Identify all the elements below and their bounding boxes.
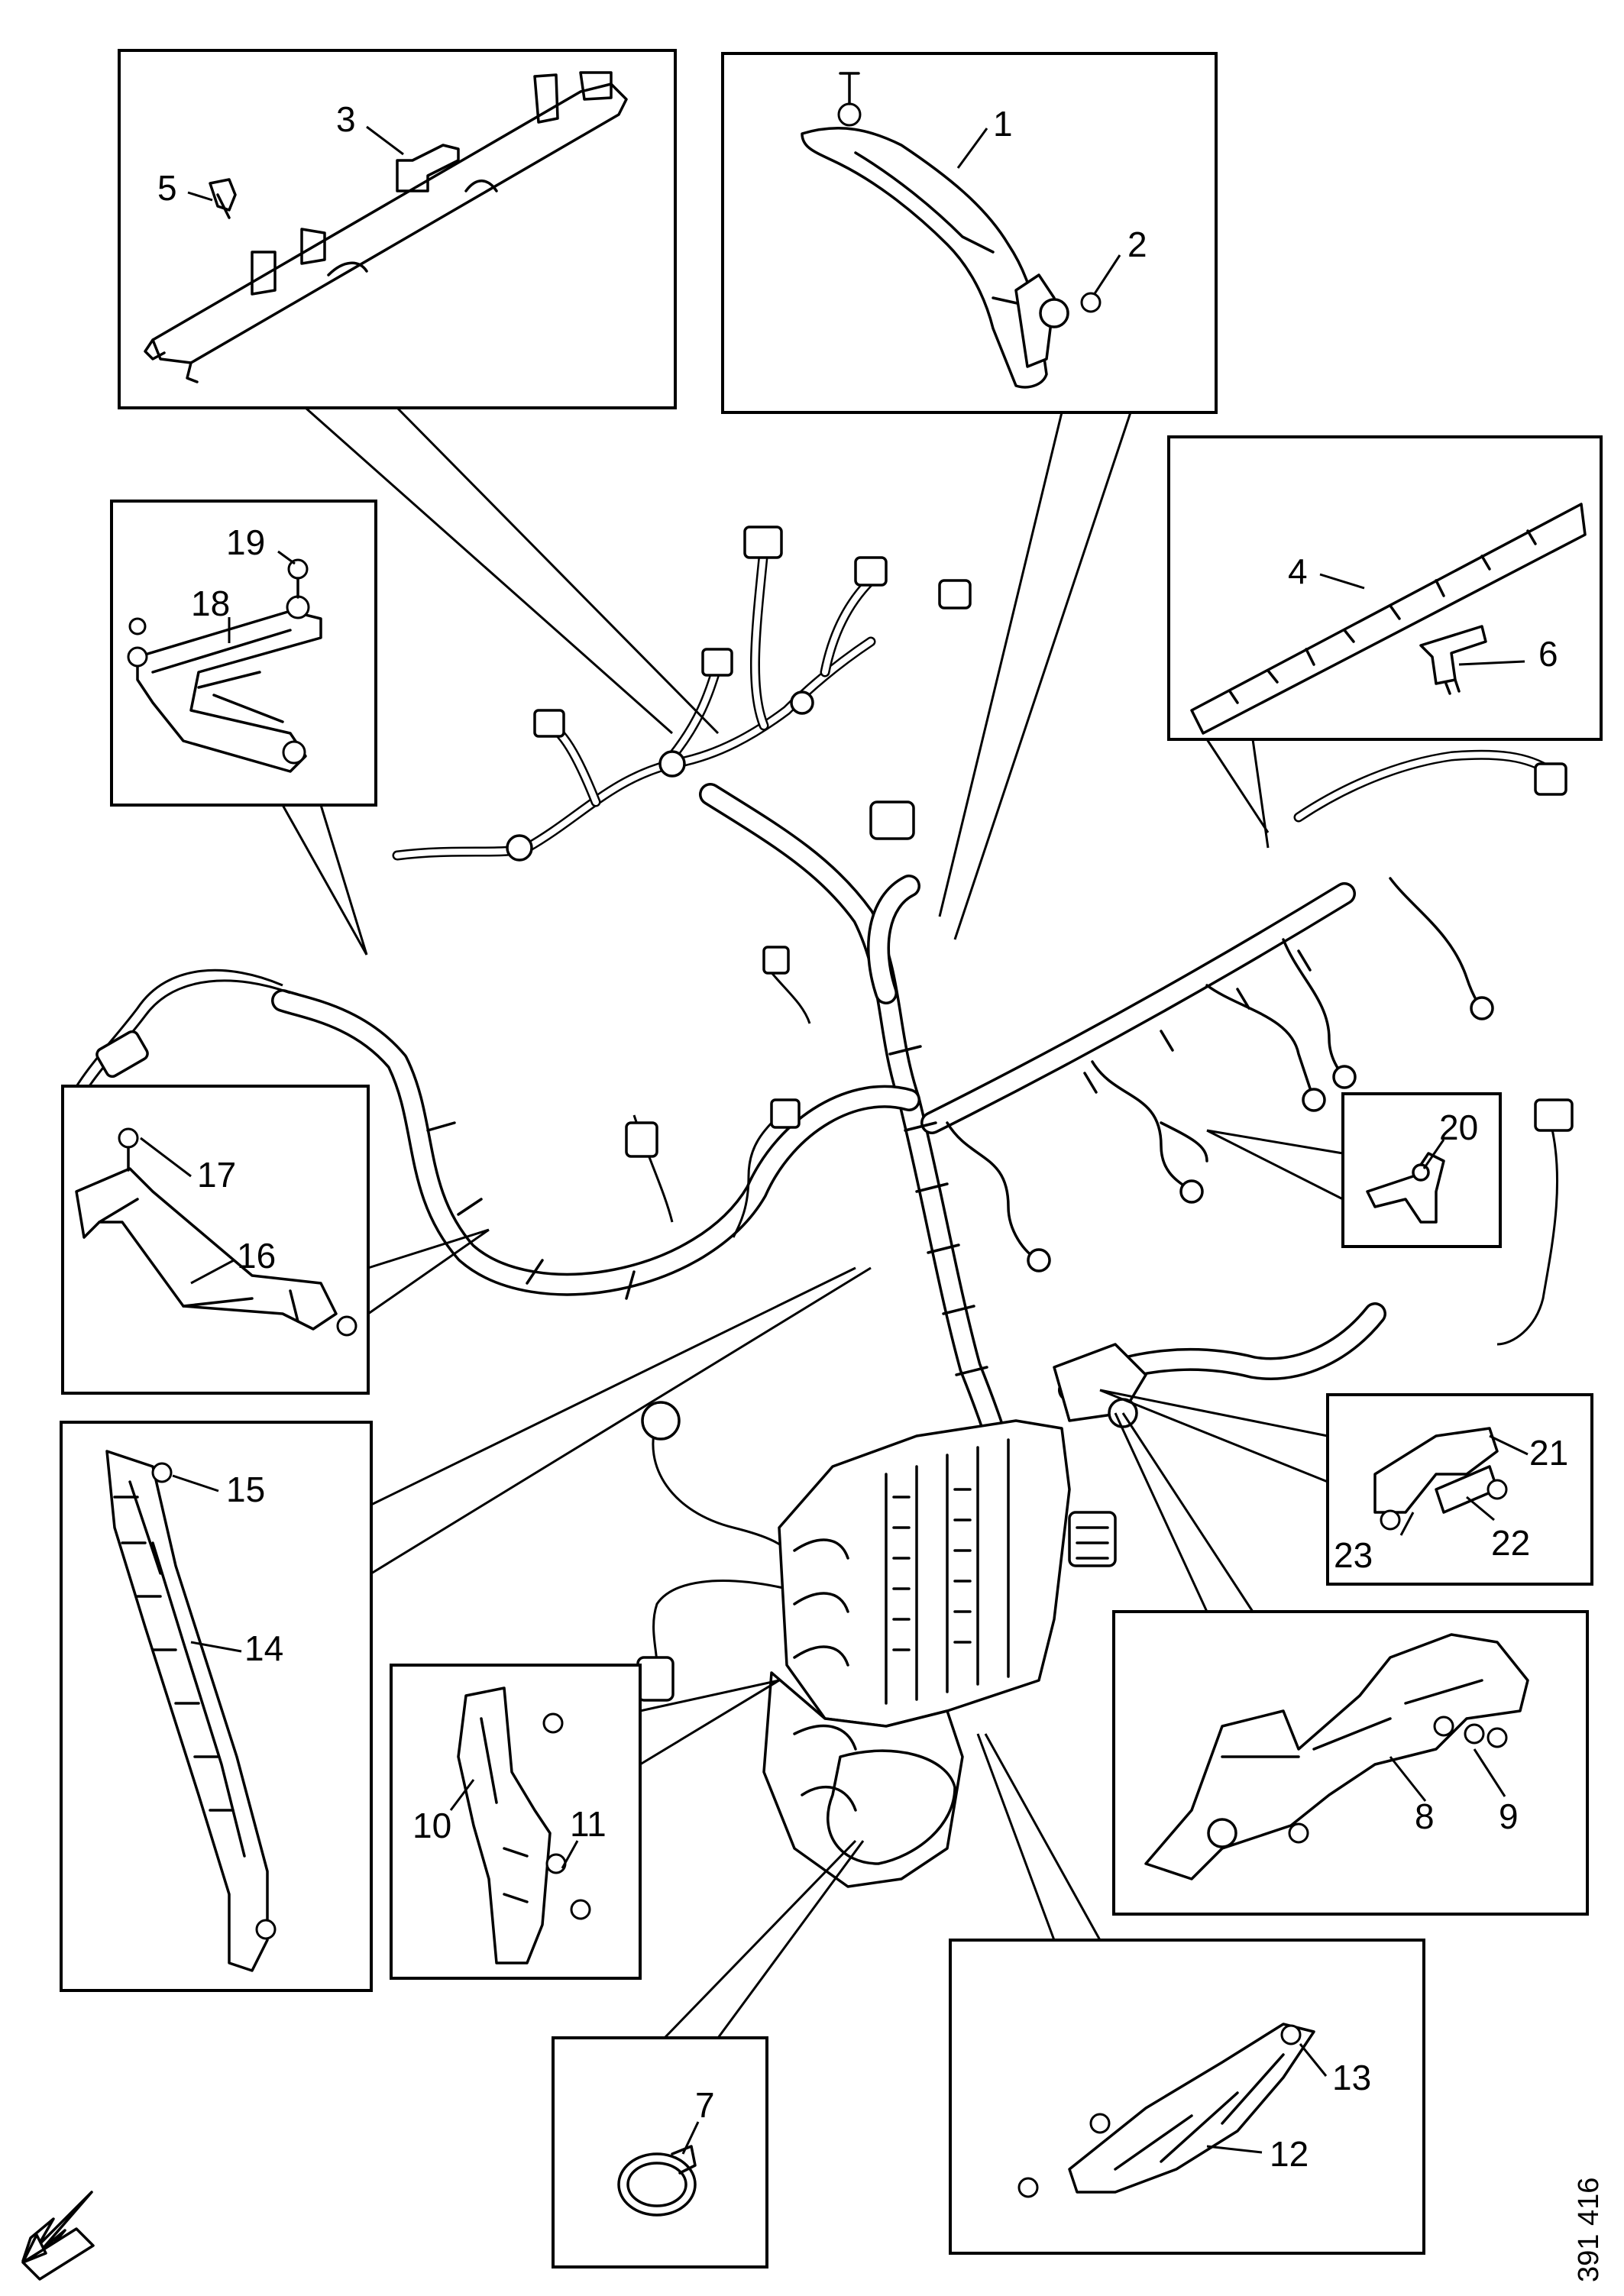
detail-box-12-13 [949, 1939, 1425, 2255]
callout-labels: 1 2 3 4 5 6 7 8 9 10 11 12 13 14 15 16 1… [140, 99, 1568, 2174]
callout-11: 11 [570, 1804, 607, 1844]
detail-box-14-15 [60, 1421, 373, 1992]
callout-18: 18 [191, 584, 230, 623]
callout-4: 4 [1288, 551, 1308, 591]
detail-box-18-19 [110, 500, 377, 807]
callout-9: 9 [1499, 1796, 1519, 1836]
callout-15: 15 [226, 1470, 265, 1509]
detail-box-20 [1341, 1092, 1502, 1248]
callout-13: 13 [1332, 2058, 1371, 2097]
callout-3: 3 [336, 99, 356, 139]
upper-harness [392, 525, 972, 862]
direction-arrow-icon [21, 2191, 95, 2281]
callout-6: 6 [1538, 634, 1558, 674]
detail-box-3-5 [118, 49, 677, 409]
callout-23: 23 [1334, 1535, 1373, 1575]
detail-box-21-23 [1326, 1393, 1593, 1586]
callout-21: 21 [1529, 1433, 1568, 1473]
callout-7: 7 [695, 2085, 715, 2125]
detail-box-8-9 [1112, 1610, 1589, 1916]
callout-8: 8 [1415, 1796, 1435, 1836]
callout-17: 17 [197, 1155, 236, 1195]
callout-20: 20 [1439, 1108, 1478, 1147]
callout-16: 16 [237, 1236, 276, 1276]
callout-1: 1 [993, 104, 1013, 144]
intake-manifold [762, 1343, 1147, 1888]
callout-10: 10 [412, 1806, 451, 1845]
detail-box-1-2 [721, 52, 1218, 414]
detail-box-10-11 [390, 1664, 642, 1980]
leader-lines [281, 406, 1344, 2039]
detail-box-7 [552, 2036, 768, 2269]
callout-19: 19 [226, 522, 265, 562]
main-harness [271, 783, 1386, 1463]
reference-number: 391 416 [1573, 2178, 1605, 2282]
detail-box-16-17 [61, 1085, 370, 1395]
callout-22: 22 [1491, 1523, 1530, 1563]
callout-2: 2 [1127, 225, 1147, 264]
detail-box-4-6 [1167, 435, 1603, 741]
callout-5: 5 [157, 168, 177, 208]
callout-12: 12 [1270, 2134, 1309, 2174]
right-rail-connectors [946, 749, 1574, 1346]
callout-14: 14 [244, 1628, 283, 1668]
